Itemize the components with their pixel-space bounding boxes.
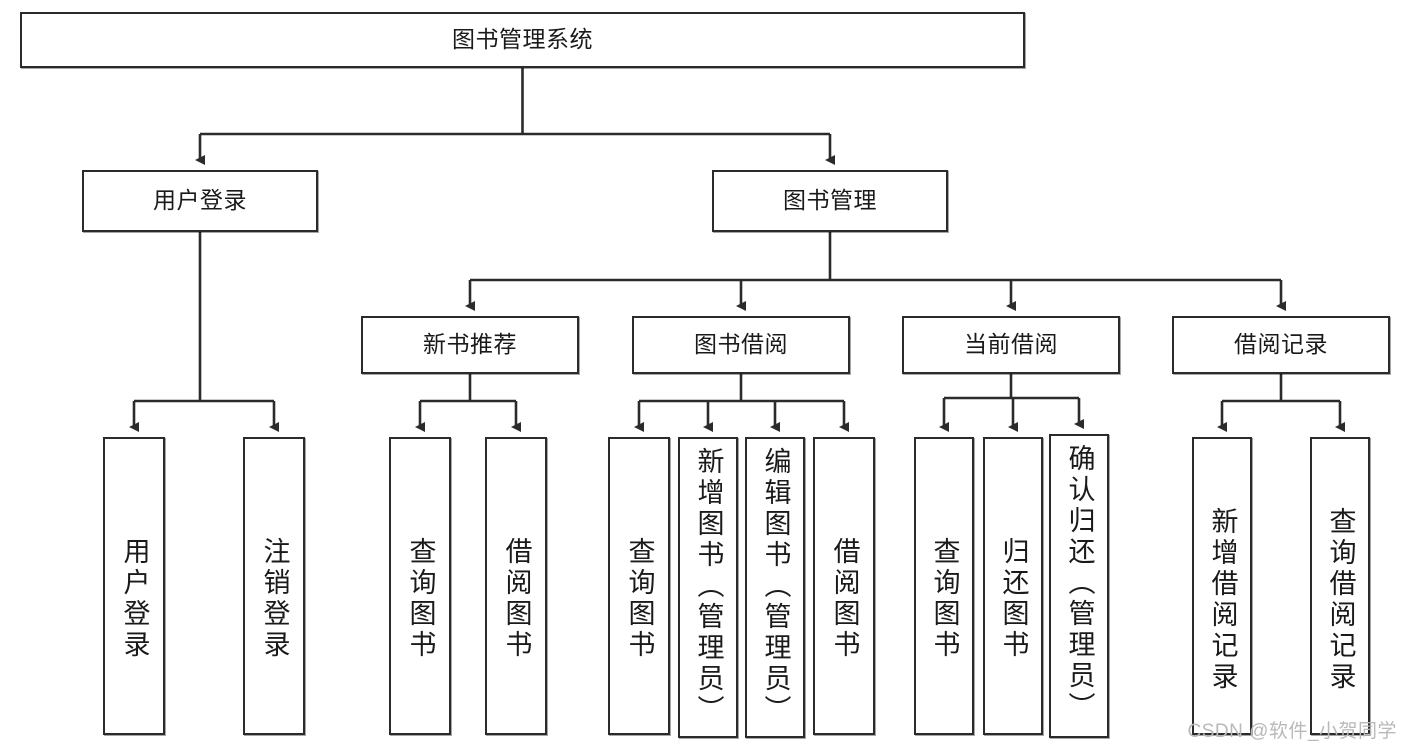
- node-borrow[interactable]: 图书借阅: [632, 316, 850, 374]
- node-r_query[interactable]: 查询借阅记录: [1310, 437, 1370, 735]
- csdn-watermark: CSDN @软件_小贺同学: [1187, 721, 1397, 742]
- node-l_login[interactable]: 用户登录: [103, 437, 165, 735]
- node-records[interactable]: 借阅记录: [1172, 316, 1390, 374]
- node-label: 当前借阅: [964, 331, 1058, 358]
- node-label: 查询借阅记录: [1325, 507, 1356, 693]
- node-current[interactable]: 当前借阅: [902, 316, 1120, 374]
- node-label: 借阅图书: [501, 537, 532, 661]
- node-l_logout[interactable]: 注销登录: [243, 437, 305, 735]
- node-label: 归还图书: [998, 537, 1029, 661]
- node-c_query[interactable]: 查询图书: [914, 437, 974, 735]
- node-b_query[interactable]: 查询图书: [608, 437, 670, 735]
- node-label: 图书借阅: [694, 331, 788, 358]
- node-root[interactable]: 图书管理系统: [20, 12, 1025, 68]
- node-b_add[interactable]: 新增图书（管理员）: [678, 437, 738, 738]
- node-label: 查询图书: [624, 537, 655, 661]
- node-label: 用户登录: [153, 187, 247, 214]
- node-login[interactable]: 用户登录: [82, 170, 318, 232]
- node-label: 注销登录: [259, 537, 290, 661]
- node-label: 用户登录: [119, 537, 150, 661]
- node-label: 确认归还（管理员）: [1064, 444, 1095, 723]
- node-b_edit[interactable]: 编辑图书（管理员）: [745, 437, 805, 738]
- node-n_borrow[interactable]: 借阅图书: [485, 437, 547, 735]
- node-b_lend[interactable]: 借阅图书: [813, 437, 875, 735]
- node-label: 图书管理系统: [452, 26, 593, 53]
- node-r_add[interactable]: 新增借阅记录: [1192, 437, 1252, 735]
- node-label: 查询图书: [405, 537, 436, 661]
- node-label: 新增图书（管理员）: [693, 447, 724, 726]
- node-label: 借阅图书: [829, 537, 860, 661]
- node-c_confirm[interactable]: 确认归还（管理员）: [1049, 434, 1109, 738]
- node-bookmgmt[interactable]: 图书管理: [712, 170, 948, 232]
- node-label: 查询图书: [929, 537, 960, 661]
- node-label: 图书管理: [783, 187, 877, 214]
- node-newbook[interactable]: 新书推荐: [361, 316, 579, 374]
- node-c_return[interactable]: 归还图书: [983, 437, 1043, 735]
- node-label: 新增借阅记录: [1207, 507, 1238, 693]
- node-n_query[interactable]: 查询图书: [389, 437, 451, 735]
- node-label: 新书推荐: [423, 331, 517, 358]
- node-label: 借阅记录: [1234, 331, 1328, 358]
- node-label: 编辑图书（管理员）: [760, 447, 791, 726]
